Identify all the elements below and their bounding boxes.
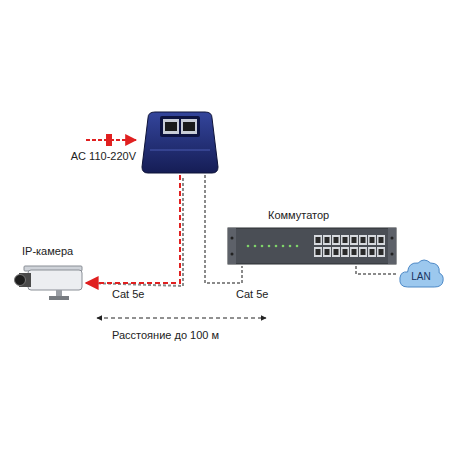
- port-hole: [325, 249, 330, 255]
- caption-holder: LAN: [411, 270, 430, 283]
- ear-hole: [231, 253, 234, 256]
- rack-ear: [388, 228, 396, 264]
- switch-port: [341, 235, 349, 245]
- lens: [15, 275, 26, 286]
- rj45-port: [181, 119, 197, 134]
- edge-label-holder: Cat 5e: [110, 288, 146, 301]
- switch-port: [332, 235, 340, 245]
- switch-port: [368, 247, 376, 257]
- led: [254, 245, 257, 248]
- switch-port: [377, 247, 385, 257]
- port-hole: [334, 249, 339, 255]
- label-holder: Расстояние до 100 м: [112, 329, 219, 342]
- led: [261, 245, 264, 248]
- led: [268, 245, 271, 248]
- switch-port: [377, 235, 385, 245]
- camera-shape: [14, 263, 86, 303]
- switch-port: [359, 247, 367, 257]
- cable: [356, 266, 398, 274]
- led: [275, 245, 278, 248]
- led: [289, 245, 292, 248]
- port-hole: [361, 237, 366, 243]
- dimension-label: Расстояние до 100 м: [112, 329, 219, 342]
- mount: [56, 290, 62, 297]
- switch-port: [359, 235, 367, 245]
- cable-label: Cat 5e: [234, 288, 270, 301]
- switch-port: [350, 235, 358, 245]
- cloud-label: LAN: [411, 270, 430, 283]
- port-hole: [370, 249, 375, 255]
- cable-label: Cat 5e: [110, 288, 146, 301]
- cable-group: [86, 175, 183, 286]
- device-label: Коммутатор: [268, 209, 329, 222]
- switch-shape: [228, 226, 396, 266]
- injector-node: AC 110-220V: [140, 110, 220, 175]
- device-label: AC 110-220V: [71, 150, 136, 163]
- switch-port: [368, 235, 376, 245]
- power-plug: [106, 134, 112, 146]
- port-hole: [343, 249, 348, 255]
- port-hole: [379, 249, 384, 255]
- switch-port: [332, 247, 340, 257]
- switch-port: [314, 247, 322, 257]
- port-hole: [361, 249, 366, 255]
- lan-cloud: [400, 260, 443, 287]
- led: [282, 245, 285, 248]
- port-hole: [334, 237, 339, 243]
- ear-hole: [231, 237, 234, 240]
- body-highlight: [150, 150, 210, 151]
- port-hole: [325, 237, 330, 243]
- ear-hole: [391, 237, 394, 240]
- camera-body: [28, 270, 82, 290]
- port-hole: [352, 237, 357, 243]
- distance-dimension: [97, 318, 266, 319]
- caption-holder: Коммутатор: [268, 209, 329, 222]
- cable-twist: [89, 178, 183, 286]
- injector-body: [142, 112, 218, 173]
- rack-ear: [228, 228, 236, 264]
- port-hole: [343, 237, 348, 243]
- cloud-node: LAN: [398, 256, 444, 292]
- caption-holder: IP-камера: [22, 245, 73, 258]
- led: [296, 245, 299, 248]
- switch-port: [350, 247, 358, 257]
- port-hole: [379, 237, 384, 243]
- device-label: IP-камера: [22, 245, 73, 258]
- switch-port: [323, 235, 331, 245]
- led: [247, 245, 250, 248]
- mount-base: [49, 296, 69, 300]
- injector-shape: [140, 110, 220, 175]
- camera-node: IP-камера: [14, 263, 86, 303]
- edge-label-holder: Cat 5e: [234, 288, 270, 301]
- switch-port: [314, 235, 322, 245]
- switch-port: [323, 247, 331, 257]
- rj45-hole: [183, 122, 195, 131]
- port-hole: [316, 237, 321, 243]
- ear-hole: [391, 253, 394, 256]
- switch-body: [228, 228, 396, 264]
- port-panel: [160, 116, 200, 137]
- rj45-hole: [165, 122, 177, 131]
- switch-port: [341, 247, 349, 257]
- switch-node: Коммутатор: [228, 226, 396, 266]
- cable-group: [356, 266, 398, 274]
- caption-holder: AC 110-220V: [71, 150, 136, 163]
- rj45-port: [163, 119, 179, 134]
- port-hole: [370, 237, 375, 243]
- cable: [86, 175, 180, 283]
- port-hole: [316, 249, 321, 255]
- port-hole: [352, 249, 357, 255]
